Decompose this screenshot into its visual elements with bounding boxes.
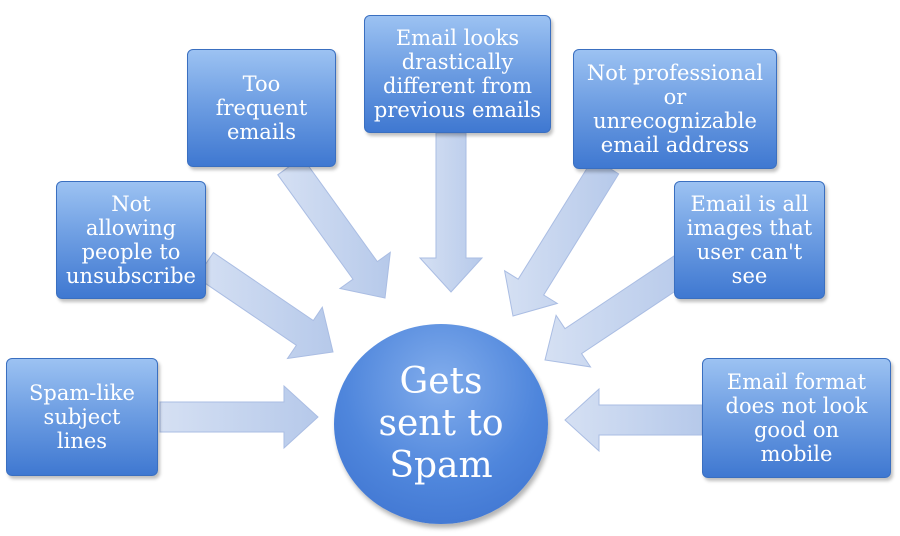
cause-label: Email is all images that user can't see [686, 192, 813, 288]
cause-box-looks-different: Email looks drastically different from p… [364, 15, 551, 133]
cause-label: Not allowing people to unsubscribe [66, 192, 196, 288]
cause-box-unprofessional-address: Not professional or unrecognizable email… [573, 49, 777, 169]
cause-box-too-frequent-emails: Too frequent emails [187, 49, 336, 167]
cause-label: Spam-like subject lines [29, 381, 135, 453]
cause-label: Too frequent emails [215, 72, 308, 144]
center-node-gets-sent-to-spam: Gets sent to Spam [334, 324, 548, 524]
arrow-images [544, 252, 695, 368]
cause-box-not-allowing-unsubscribe: Not allowing people to unsubscribe [56, 181, 206, 299]
cause-box-mobile-format: Email format does not look good on mobil… [702, 358, 891, 478]
arrow-different [418, 132, 484, 293]
arrow-mobile [564, 387, 703, 453]
arrow-frequent [277, 156, 391, 299]
cause-label: Email looks drastically different from p… [373, 26, 542, 122]
cause-label: Email format does not look good on mobil… [725, 370, 868, 466]
arrow-unprofessional [503, 157, 620, 317]
arrow-spam-like [159, 384, 319, 450]
center-label: Gets sent to Spam [378, 361, 504, 486]
cause-box-all-images: Email is all images that user can't see [674, 181, 825, 299]
cause-box-spam-like-subject-lines: Spam-like subject lines [6, 358, 158, 476]
cause-label: Not professional or unrecognizable email… [586, 61, 764, 157]
arrow-no-unsub [195, 251, 334, 360]
